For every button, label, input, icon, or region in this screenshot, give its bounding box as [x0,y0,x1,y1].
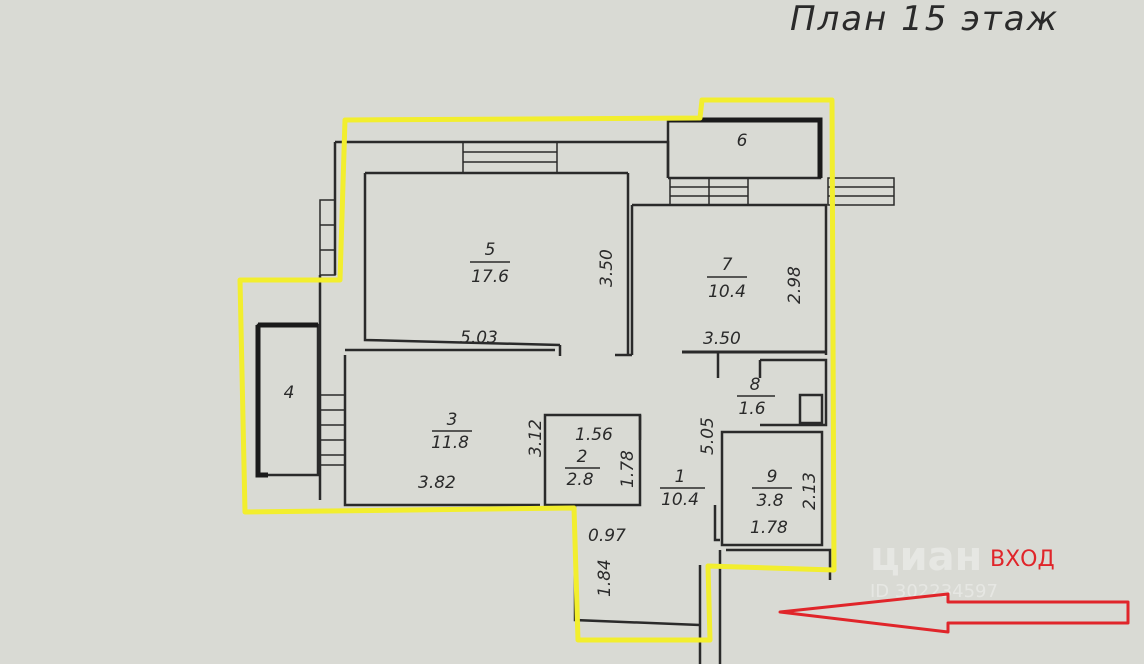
room-8-number: 8 [750,375,761,395]
room-labels: 5 17.6 7 10.4 6 4 3 11.8 2 2.8 1 10.4 8 … [284,131,792,511]
windows [319,141,895,466]
dim-bath-height: 1.78 [618,450,638,488]
room-1-number: 1 [675,467,686,487]
room-6-number: 6 [737,131,748,151]
room-9-area: 3.8 [756,491,783,511]
dim-room5-width: 5.03 [460,328,498,348]
dim-hall-door: 0.97 [588,526,626,546]
room-5-number: 5 [485,240,496,260]
entry-arrow-icon [778,592,1130,634]
dim-room5-height: 3.50 [597,249,617,287]
watermark-id: ID 302234597 [870,581,998,602]
dim-room7-width: 3.50 [703,329,741,349]
room-3-number: 3 [447,410,458,430]
room-4-number: 4 [284,383,295,403]
room-1-area: 10.4 [661,490,699,510]
heavy-walls [255,117,823,478]
room-2-area: 2.8 [566,470,593,490]
dim-room9-width: 1.78 [750,518,788,538]
dim-room7-height: 2.98 [785,266,805,304]
room-7-number: 7 [722,255,733,275]
entry-label: ВХОД [990,547,1055,572]
apartment-outline [237,97,837,643]
room-7-area: 10.4 [708,282,746,302]
room-5-area: 17.6 [471,267,509,287]
room-8-area: 1.6 [738,399,765,419]
plan-title: План 15 этаж [790,0,1059,39]
room-3-area: 11.8 [431,433,469,453]
dim-room3-width: 3.82 [418,473,456,493]
dim-hall-height: 5.05 [698,417,718,455]
room-2-number: 2 [577,447,588,467]
dim-room3-side: 3.12 [526,419,546,457]
dim-bath-width: 1.56 [575,425,613,445]
watermark-brand: циан [870,534,982,580]
dimension-labels: 3.50 2.98 5.03 3.50 3.12 1.56 1.78 5.05 … [418,249,820,597]
room-9-number: 9 [767,467,778,487]
dim-room9-height: 2.13 [800,472,820,510]
dim-hall-depth: 1.84 [595,559,615,597]
